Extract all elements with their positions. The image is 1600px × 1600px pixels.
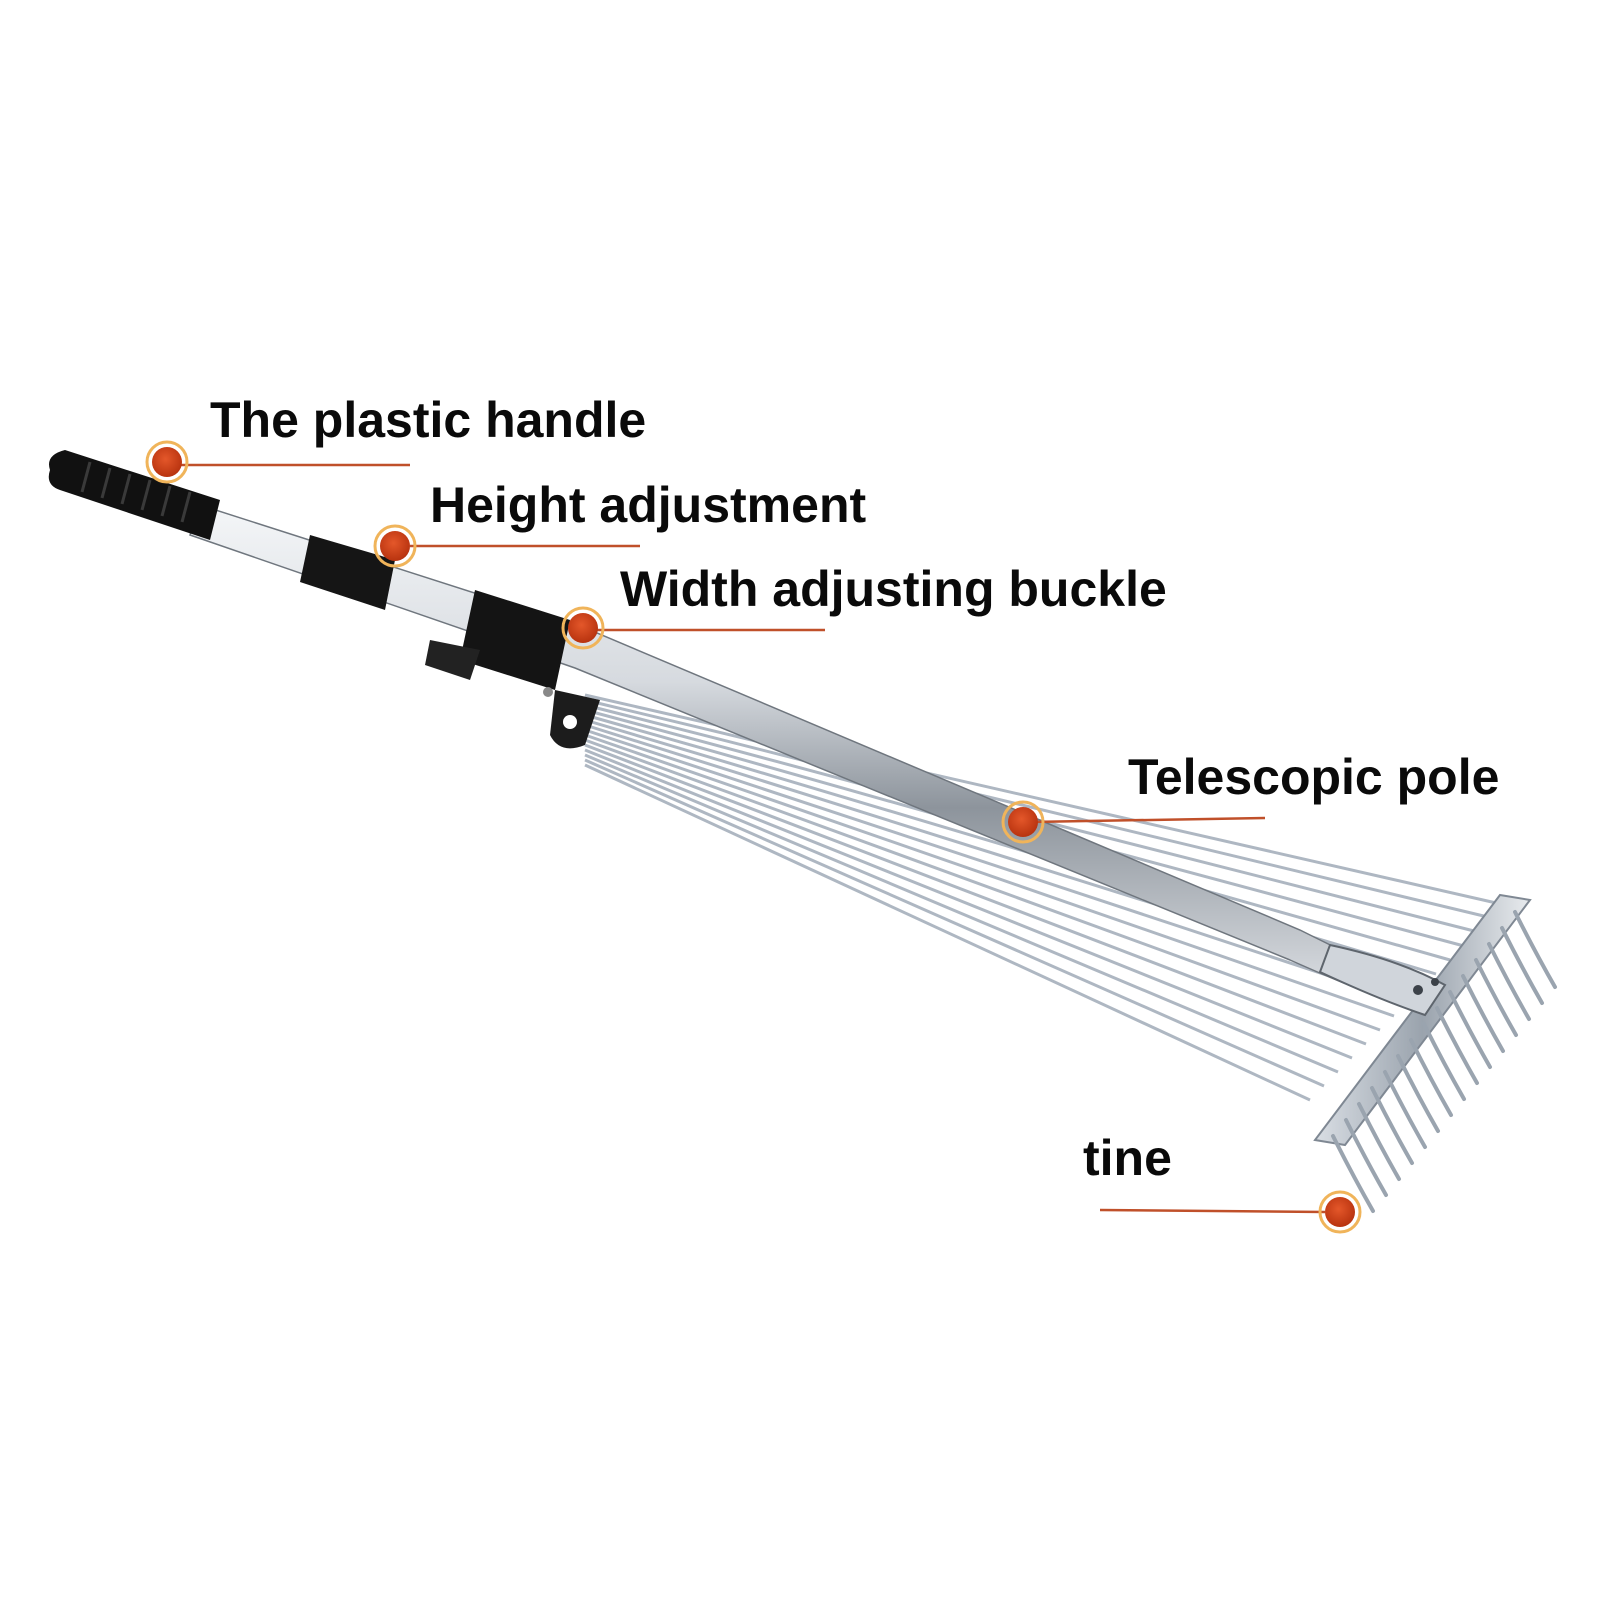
callout-label-width: Width adjusting buckle <box>620 561 1167 617</box>
rake-head-bar <box>1313 893 1532 1147</box>
tine-tips <box>1331 910 1557 1213</box>
width-adjusting-buckle <box>425 590 600 749</box>
callout-label-height: Height adjustment <box>430 477 867 533</box>
callout-marker-pole <box>1001 800 1045 844</box>
callout-label-pole: Telescopic pole <box>1128 749 1500 805</box>
plastic-handle-grip <box>48 450 220 540</box>
height-adjustment-collar <box>300 535 395 610</box>
leader-lines <box>180 463 1326 1214</box>
callout-label-handle: The plastic handle <box>210 392 647 448</box>
callout-marker-handle <box>145 440 189 484</box>
pole-head-bracket <box>1318 943 1447 1017</box>
callout-marker-width <box>561 606 605 650</box>
callout-label-tine: tine <box>1083 1130 1172 1186</box>
callout-marker-height <box>373 524 417 568</box>
callout-marker-tine <box>1318 1190 1362 1234</box>
